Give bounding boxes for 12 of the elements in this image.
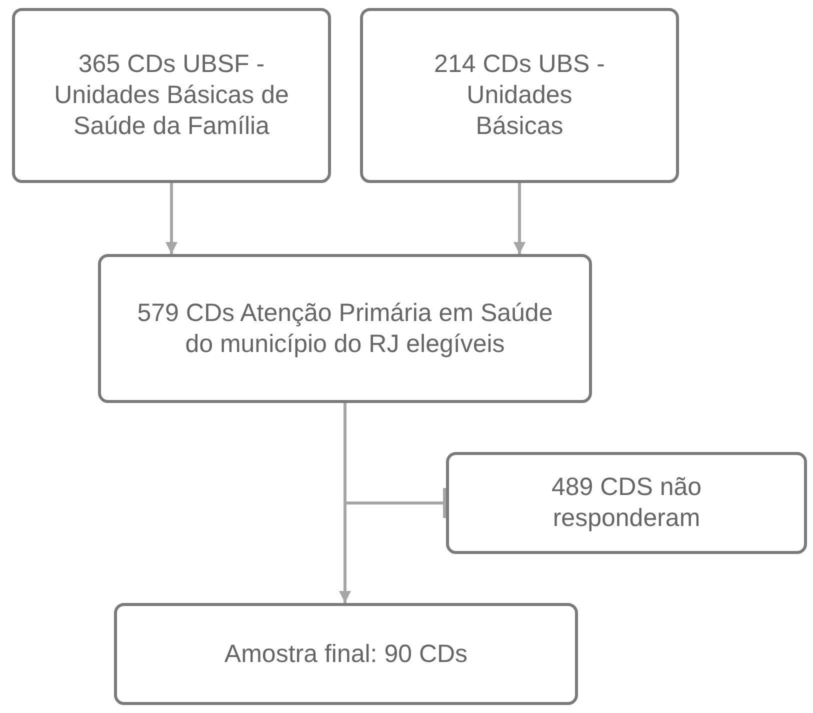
process-box	[12, 8, 331, 183]
box-text: 579 CDs Atenção Primária em Saúde do município do RJ elegíveis	[136, 298, 554, 360]
box-text: 489 CDS não responderam	[550, 472, 703, 534]
process-box	[114, 603, 578, 705]
box-text: 365 CDs UBSF - Unidades Básicas de Saúde da Família	[53, 49, 290, 142]
process-box	[98, 254, 592, 403]
process-box	[360, 8, 679, 183]
process-box	[446, 452, 807, 554]
connector-arrow	[514, 183, 526, 254]
box-text: Amostra final: 90 CDs	[224, 638, 468, 670]
box-text: 214 CDs UBS - Unidades Básicas	[433, 49, 606, 142]
connector-arrow	[166, 183, 178, 254]
